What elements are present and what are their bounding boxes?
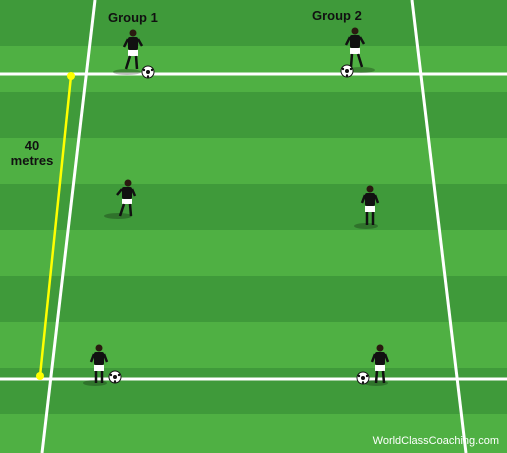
grass-stripe bbox=[0, 46, 507, 92]
distance-marker-top bbox=[67, 72, 75, 80]
grass-stripe bbox=[0, 184, 507, 230]
group-2-label: Group 2 bbox=[312, 8, 362, 23]
player-group2-bottom bbox=[364, 344, 390, 386]
grass-stripe bbox=[0, 414, 507, 453]
player-group2-top bbox=[344, 27, 375, 73]
player-group1-top bbox=[113, 29, 144, 75]
grass-stripe bbox=[0, 368, 507, 414]
player-group1-bottom bbox=[83, 344, 109, 386]
distance-unit: metres bbox=[10, 153, 54, 168]
grass-stripe bbox=[0, 0, 507, 46]
group-1-label: Group 1 bbox=[108, 10, 158, 25]
grass-stripe bbox=[0, 276, 507, 322]
grass-stripe bbox=[0, 138, 507, 184]
soccer-ball-icon bbox=[141, 65, 155, 79]
soccer-ball-icon bbox=[108, 370, 122, 384]
grass-stripe bbox=[0, 230, 507, 276]
player-group1-middle bbox=[104, 179, 137, 219]
grass-stripe bbox=[0, 322, 507, 368]
distance-value: 40 bbox=[24, 138, 40, 153]
player-group2-middle bbox=[354, 185, 380, 229]
right-side-line bbox=[410, 0, 468, 453]
distance-label: 40 metres bbox=[6, 138, 58, 168]
distance-marker-bottom bbox=[36, 372, 44, 380]
soccer-ball-icon bbox=[356, 371, 370, 385]
distance-measure-line bbox=[38, 75, 73, 377]
left-side-line bbox=[40, 0, 97, 453]
watermark: WorldClassCoaching.com bbox=[372, 435, 499, 447]
grass-stripe bbox=[0, 92, 507, 138]
soccer-ball-icon bbox=[340, 64, 354, 78]
